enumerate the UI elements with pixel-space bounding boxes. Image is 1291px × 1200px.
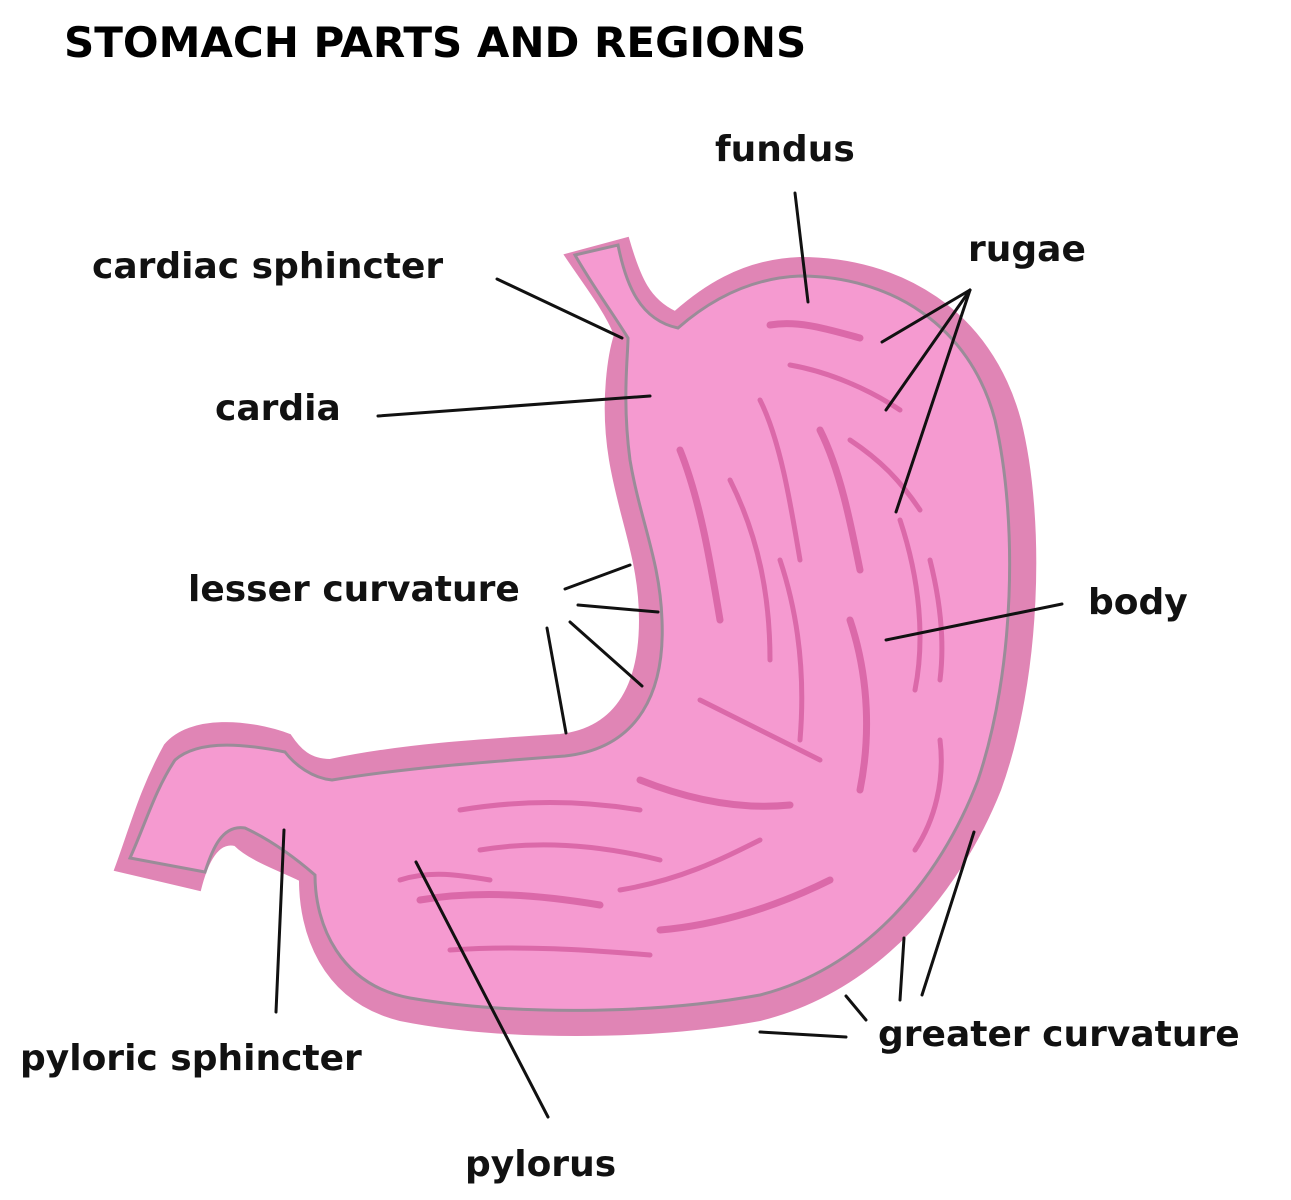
ruga-fold [927, 557, 945, 683]
ruga-fold [416, 891, 604, 909]
ruga-fold [447, 945, 653, 958]
label-cardiac-sphincter: cardiac sphincter [92, 246, 443, 287]
label-lesser-curvature: lesser curvature [188, 569, 520, 610]
leader-rugae-3 [894, 288, 972, 514]
leader-body [884, 602, 1064, 642]
ruga-fold [766, 320, 864, 342]
ruga-fold [816, 426, 864, 574]
ruga-fold [897, 517, 923, 693]
ruga-fold [477, 842, 663, 863]
leader-pylorus [414, 860, 550, 1119]
label-fundus: fundus [715, 129, 855, 170]
leader-rugae-1 [880, 288, 972, 344]
label-rugae: rugae [968, 229, 1086, 270]
leader-greater-curvature-1 [920, 830, 976, 997]
leader-lesser-curvature-1 [563, 563, 632, 591]
leader-lesser-curvature-2 [576, 603, 660, 614]
label-greater-curvature: greater curvature [878, 1014, 1240, 1055]
leader-cardiac-sphincter [495, 277, 624, 340]
leader-cardia [376, 394, 652, 418]
stomach-lumen [127, 243, 1012, 1012]
ruga-fold [777, 557, 805, 743]
ruga-fold [676, 446, 724, 624]
leader-greater-curvature-2 [898, 936, 906, 1002]
ruga-fold [846, 616, 871, 794]
leader-lesser-curvature-4 [545, 626, 568, 735]
leader-pyloric-sphincter [274, 828, 286, 1014]
leader-lines [274, 191, 1064, 1119]
ruga-fold [636, 776, 794, 810]
ruga-fold [697, 697, 823, 763]
label-cardia: cardia [215, 388, 341, 429]
label-pylorus: pylorus [465, 1144, 616, 1185]
ruga-fold [912, 737, 944, 853]
leader-rugae-2 [884, 288, 972, 412]
ruga-fold [397, 871, 493, 883]
label-pyloric-sphincter: pyloric sphincter [20, 1038, 362, 1079]
rugae-folds [397, 320, 945, 958]
leader-lesser-curvature-3 [568, 620, 644, 688]
label-body: body [1088, 582, 1188, 623]
leader-greater-curvature-3 [844, 994, 868, 1022]
ruga-fold [727, 477, 773, 663]
diagram-title: STOMACH PARTS AND REGIONS [64, 18, 806, 67]
ruga-fold [457, 800, 643, 813]
leader-fundus [793, 191, 810, 304]
ruga-fold [757, 397, 803, 563]
ruga-fold [617, 837, 763, 893]
ruga-fold [656, 876, 834, 934]
ruga-fold [847, 437, 923, 513]
leader-greater-curvature-4 [758, 1030, 848, 1039]
